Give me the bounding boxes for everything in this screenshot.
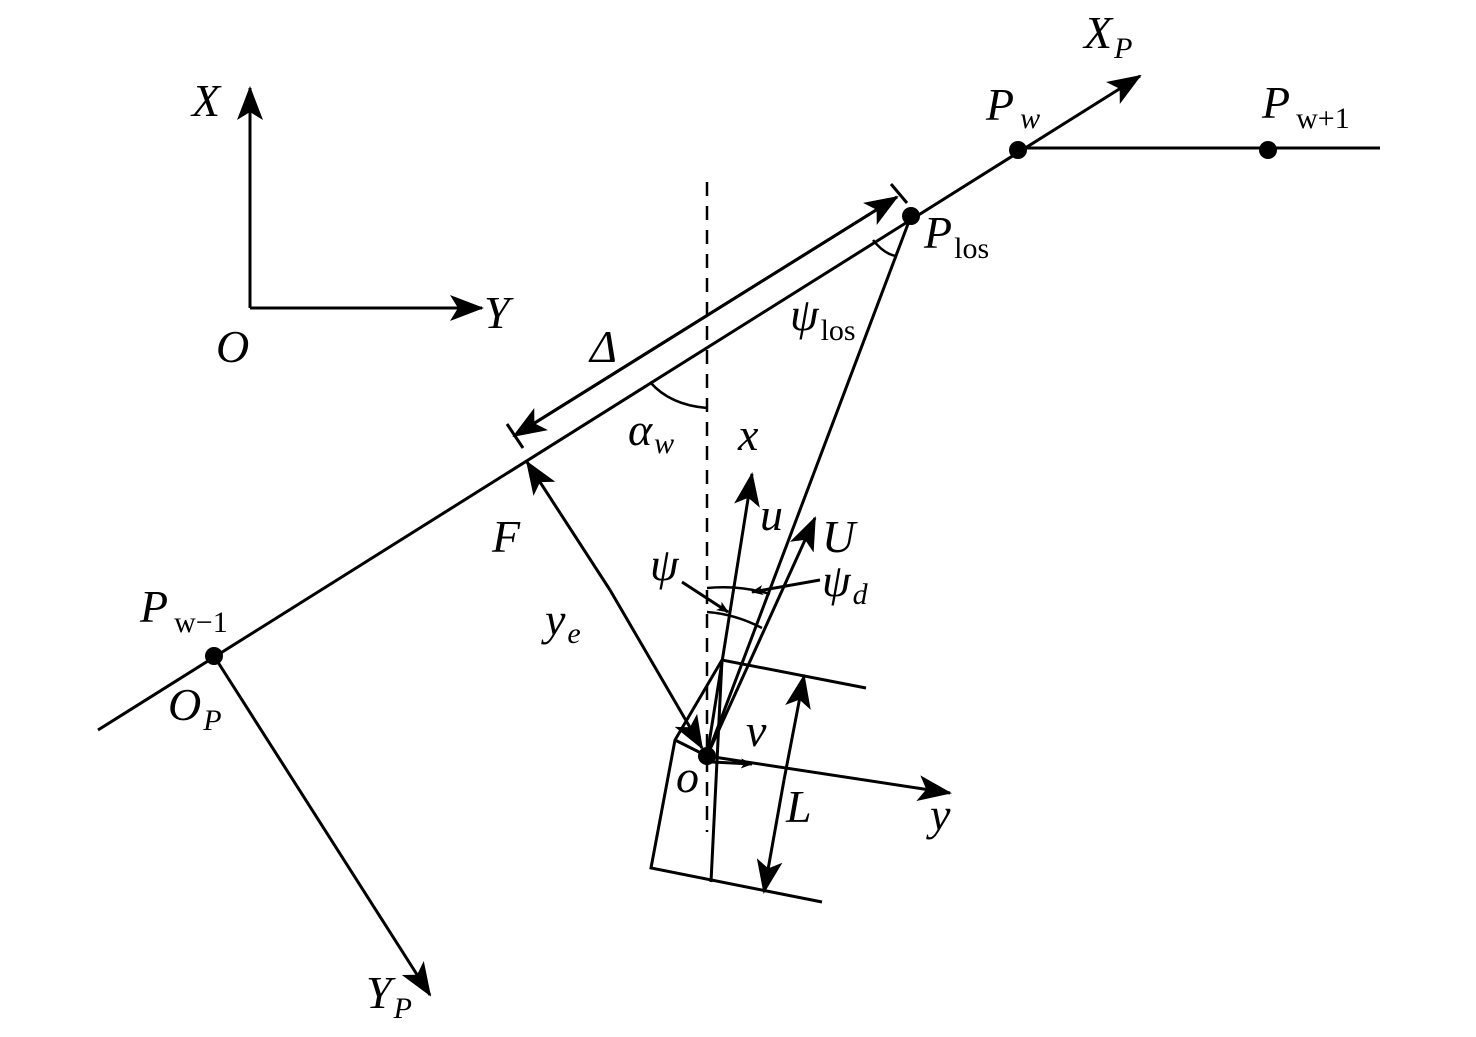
psi-los-arc	[872, 239, 897, 258]
delta-arrow-back	[512, 195, 898, 438]
length-arrow-up	[782, 674, 811, 781]
waypoint-pw1	[1259, 141, 1277, 159]
label-Delta: Δ	[588, 321, 617, 372]
global-frame: X Y O	[190, 75, 514, 372]
psi-pointer	[681, 580, 729, 614]
alpha-angle: αw	[628, 381, 708, 460]
label-psilos: ψlos	[790, 289, 856, 347]
label-o: o	[676, 751, 699, 802]
label-y: y	[926, 789, 951, 840]
path-line-xp	[97, 74, 1142, 732]
label-F: F	[491, 511, 521, 562]
ye-arrow-to-vessel	[608, 589, 704, 750]
label-OP: OP	[168, 679, 222, 737]
length-arrow-down	[756, 779, 786, 894]
length-dimension: L	[756, 674, 812, 894]
label-psi: ψ	[650, 539, 680, 590]
psi-arc	[706, 586, 771, 596]
velocity-v	[711, 758, 753, 769]
line-of-sight: ψlos	[705, 215, 913, 757]
label-alpha: αw	[628, 404, 674, 460]
label-v: v	[746, 705, 767, 756]
path-yp-axis	[212, 655, 432, 997]
label-psid: ψd	[822, 555, 869, 611]
label-X: X	[190, 75, 222, 126]
label-u: u	[760, 489, 783, 540]
label-ye: ye	[541, 594, 581, 650]
lookahead-dimension: Δ	[505, 183, 909, 449]
vessel-centerline	[709, 659, 724, 883]
body-axes: x u U v y	[705, 409, 952, 840]
psid-arc	[706, 610, 763, 630]
alpha-arc	[649, 381, 708, 410]
psid-pointer	[751, 578, 821, 596]
label-Plos: Plos	[923, 207, 989, 265]
label-U: U	[822, 511, 858, 562]
vessel: o	[649, 658, 867, 904]
label-YP: YP	[366, 967, 412, 1025]
label-x: x	[737, 409, 759, 460]
heading-angles: ψ ψd	[650, 539, 869, 630]
label-O: O	[216, 321, 249, 372]
label-L: L	[785, 781, 812, 832]
waypoint-pwm1	[205, 647, 223, 665]
delta-tick-end	[889, 183, 909, 204]
los-line	[705, 215, 913, 757]
cross-track-error: F ye	[491, 460, 704, 750]
ye-arrow-to-path	[525, 460, 612, 591]
velocity-U	[705, 516, 817, 757]
label-XP: XP	[1082, 7, 1132, 65]
label-Y: Y	[484, 287, 514, 338]
body-y-axis	[706, 754, 952, 802]
waypoint-pw	[1009, 141, 1027, 159]
